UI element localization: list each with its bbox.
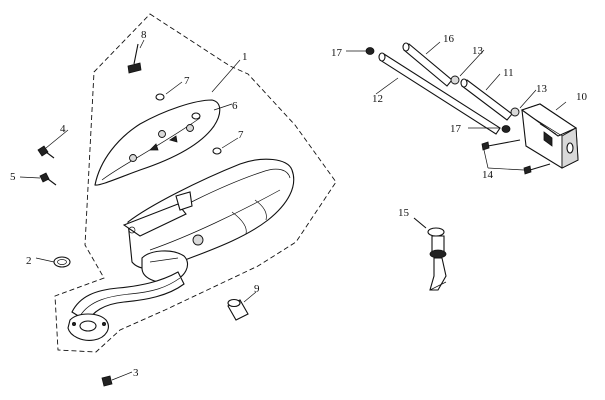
callout-4: 4 — [60, 123, 66, 135]
callout-17a: 17 — [331, 47, 343, 59]
callout-14: 14 — [482, 169, 494, 181]
reed-valve-10[interactable] — [520, 103, 579, 169]
clamp-17-lower[interactable] — [501, 125, 511, 133]
callout-12: 12 — [372, 93, 383, 105]
callout-8: 8 — [141, 29, 147, 41]
callout-2: 2 — [26, 255, 32, 267]
screw-14-lower[interactable] — [523, 163, 551, 175]
washer-7-lower[interactable] — [212, 147, 222, 155]
bolt-4[interactable] — [37, 145, 55, 159]
callout-13b: 13 — [536, 83, 548, 95]
check-valve-15[interactable] — [413, 217, 447, 291]
muffler-assembly-boundary — [54, 13, 337, 353]
callout-10: 10 — [576, 91, 588, 103]
washer-7-upper[interactable] — [155, 93, 165, 101]
bolt-5[interactable] — [39, 172, 57, 186]
callout-5: 5 — [10, 171, 16, 183]
spacer-9[interactable] — [227, 298, 249, 321]
clamp-13-lower[interactable] — [510, 107, 520, 117]
callout-17b: 17 — [450, 123, 462, 135]
callout-13a: 13 — [472, 45, 484, 57]
leader-lines — [19, 39, 567, 381]
callout-9: 9 — [254, 283, 260, 295]
callout-15: 15 — [398, 207, 410, 219]
clamp-13-upper[interactable] — [450, 75, 460, 85]
callout-11: 11 — [503, 67, 514, 79]
heat-shield[interactable] — [94, 99, 221, 186]
exhaust-pipe[interactable] — [67, 271, 185, 341]
bolt-8[interactable] — [127, 43, 142, 74]
nut-3[interactable] — [101, 375, 113, 387]
callout-6: 6 — [232, 100, 238, 112]
callout-1: 1 — [242, 51, 248, 63]
callout-7a: 7 — [184, 75, 190, 87]
clamp-17-upper[interactable] — [365, 47, 375, 55]
callout-3: 3 — [133, 367, 139, 379]
screw-14-upper[interactable] — [481, 139, 521, 151]
callout-7b: 7 — [238, 129, 244, 141]
muffler-body[interactable] — [122, 158, 295, 283]
callout-16: 16 — [443, 33, 455, 45]
gasket-2[interactable] — [53, 256, 71, 268]
